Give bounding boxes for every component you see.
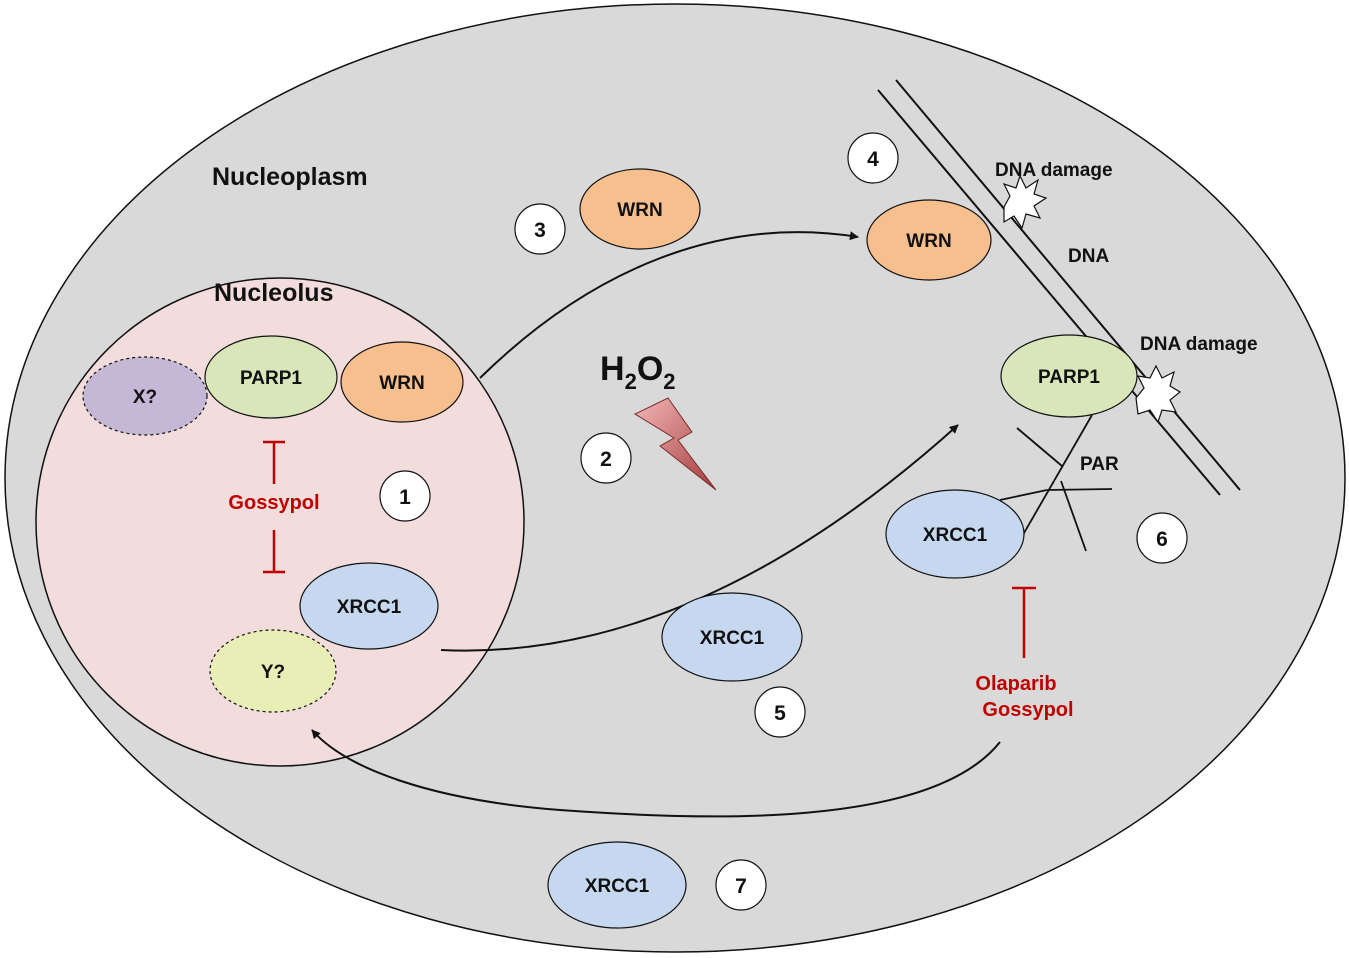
par-chains [999,414,1113,552]
protein-xrcc1-par [885,489,1025,579]
step-6: 6 [1136,512,1188,564]
protein-wrn-free-label: WRN [617,200,662,221]
step-7: 7 [715,859,767,911]
protein-parp1-dna-label: PARP1 [1038,367,1100,388]
protein-xrcc1-bottom-label: XRCC1 [585,876,650,897]
protein-xrcc1-free-label: XRCC1 [700,628,765,649]
protein-wrn-nucleolus-label: WRN [379,373,424,394]
arrow-xrcc1-to-nucleolus [311,729,1001,818]
dna-damage-label-top: DNA damage [995,160,1113,181]
protein-xrcc1-nucleolus-label: XRCC1 [337,597,402,618]
protein-wrn-free [579,168,701,250]
par-label: PAR [1080,454,1119,475]
inhibition-mark-par [1012,586,1036,658]
step-5: 5 [754,686,806,738]
arrow-wrn-to-dna [479,231,859,379]
dna-damage-burst-icon-right [1135,364,1182,424]
protein-xrcc1-bottom [547,841,687,929]
arrow-xrcc1-to-parp1 [440,424,959,652]
step-6-label: 6 [1156,528,1168,551]
inhibitor-gossypol-nucleolus: Gossypol [228,492,319,514]
dna-damage-burst-icon-top [1002,174,1048,230]
protein-wrn-dna [866,199,992,281]
dna-strands [877,79,1241,496]
step-7-label: 7 [735,875,747,898]
inhibitor-gossypol-par: Gossypol [982,699,1073,721]
inhibition-mark-nucleolus [263,440,285,574]
step-5-label: 5 [774,702,786,725]
h2o2-sub2: 2 [663,369,675,394]
nucleolus-label: Nucleolus [214,279,333,307]
protein-parp1-nucleolus [204,335,338,419]
protein-xrcc1-free [661,592,803,682]
step-4-label: 4 [867,148,879,171]
step-1-label: 1 [399,486,411,509]
protein-xrcc1-par-label: XRCC1 [923,525,988,546]
nucleoplasm-label: Nucleoplasm [212,163,368,191]
step-2: 2 [580,432,632,484]
protein-xrcc1-nucleolus [299,562,439,650]
protein-wrn-dna-label: WRN [906,231,951,252]
protein-wrn-nucleolus [340,341,464,423]
h2o2-h: H [600,350,625,388]
step-3: 3 [514,203,566,255]
protein-x [82,356,208,436]
inhibitor-olaparib: Olaparib [975,673,1056,695]
protein-parp1-dna [1000,334,1138,418]
dna-label: DNA [1068,246,1109,267]
protein-y-label: Y? [261,662,285,683]
protein-y [209,629,337,713]
step-4: 4 [847,132,899,184]
h2o2-label: H2O2 [600,350,676,394]
step-3-label: 3 [534,219,546,242]
step-1: 1 [379,470,431,522]
dna-damage-label-right: DNA damage [1140,334,1258,355]
protein-x-label: X? [133,387,157,408]
protein-parp1-nucleolus-label: PARP1 [240,368,302,389]
lightning-bolt-icon [633,397,717,491]
step-2-label: 2 [600,448,612,471]
h2o2-o: O [637,350,663,388]
h2o2-sub1: 2 [625,369,637,394]
